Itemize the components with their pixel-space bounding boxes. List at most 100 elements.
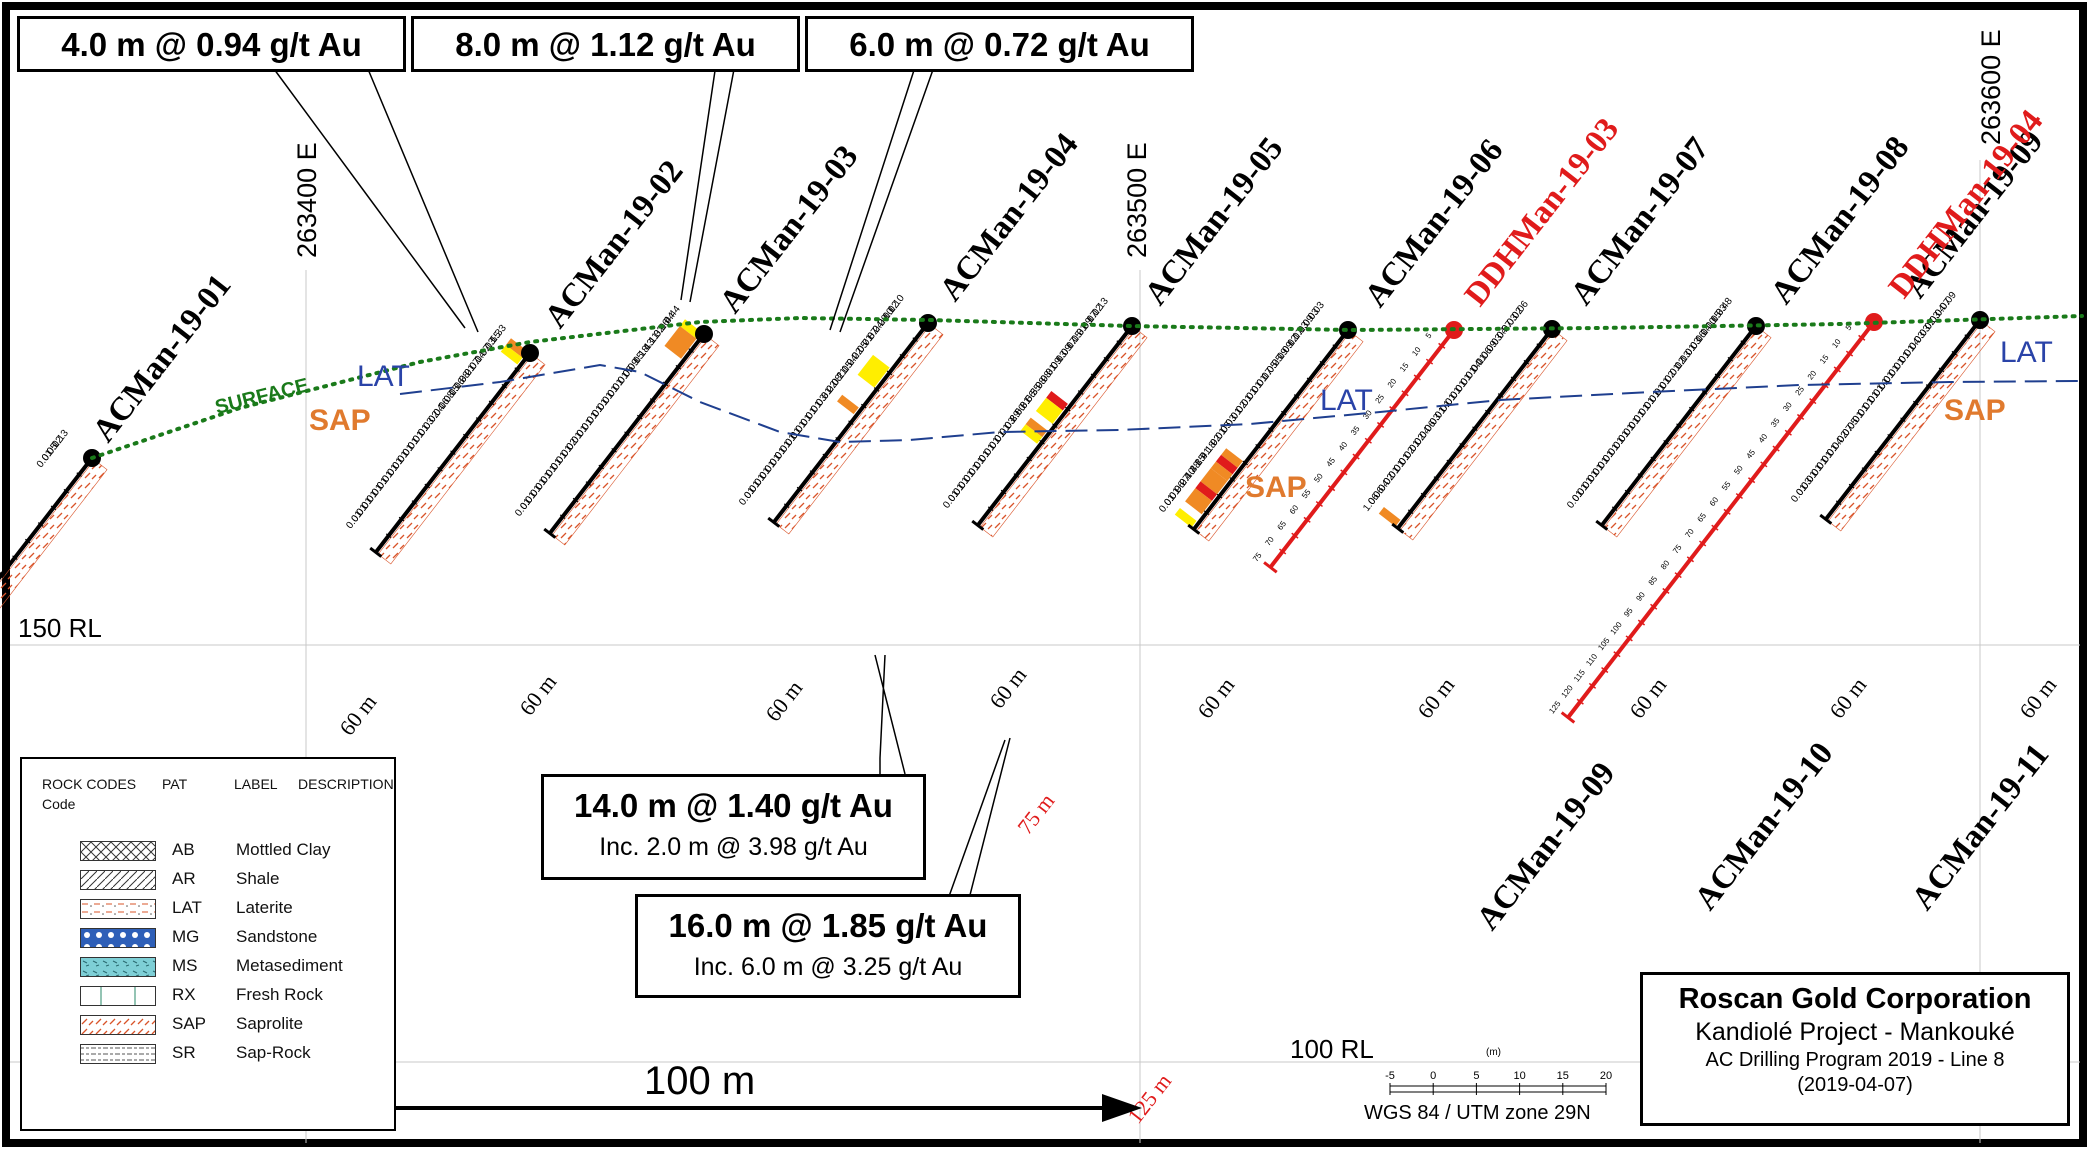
depth-tick: [1064, 406, 1071, 412]
depth-tick: [572, 497, 579, 503]
depth-tick: [1686, 556, 1695, 563]
assay-highlight-orange: [837, 394, 859, 415]
assay-highlight-orange: [1378, 506, 1401, 527]
callout-acman-19-04: 14.0 m @ 1.40 g/t Au Inc. 2.0 m @ 3.98 g…: [541, 774, 926, 880]
rl-150-label: 150 RL: [18, 613, 102, 643]
hole-end-bar: [1391, 522, 1405, 534]
depth-tick: [1727, 356, 1734, 362]
depth-tick: [1376, 421, 1385, 428]
depth-tick: [1315, 500, 1323, 508]
depth-tick: [37, 522, 44, 527]
depth-mark: 70: [1263, 535, 1276, 548]
depth-mark: 120: [1560, 683, 1576, 699]
depth-tick: [1637, 473, 1644, 478]
easting-263600-label: 263600 E: [1976, 29, 2006, 145]
depth-mark: 35: [1349, 424, 1362, 437]
sap-rock-swatch: [80, 1044, 156, 1064]
depth-tick: [1625, 635, 1633, 642]
lat-label-2: LAT: [1320, 384, 1373, 417]
hole-end-bar: [543, 527, 557, 539]
depth-tick: [822, 453, 828, 459]
depth-tick: [1796, 413, 1805, 420]
depth-mark: 90: [1634, 590, 1647, 603]
depth-tick: [688, 348, 694, 353]
depth-tick: [662, 381, 669, 387]
hole-label-h02: ACMan-19-02: [538, 154, 691, 335]
hole-end-bar: [767, 516, 781, 528]
assay-highlight-yellow: [1035, 397, 1063, 424]
depth-tick: [63, 488, 70, 494]
legend-header-pat: PAT: [162, 776, 188, 792]
depth-tick: [1861, 467, 1868, 472]
scale-tick-label: -5: [1385, 1070, 1395, 1082]
depth-tick: [611, 447, 617, 453]
depth-tick: [1327, 485, 1336, 492]
depth-tick: [12, 555, 18, 560]
depth-mark: 15: [1398, 361, 1411, 374]
scale-tick-label: 5: [1473, 1070, 1479, 1082]
collar-h09: [1971, 311, 1989, 329]
depth-tick: [1319, 360, 1326, 366]
hole-label-lower-h11: ACMan-19-11: [1905, 737, 2056, 917]
depth-tick: [1039, 439, 1045, 445]
callout-acman-19-01: 4.0 m @ 0.94 g/t Au: [17, 16, 406, 72]
drillhole-h08: 0.480.330.150.100.140.160.030.010.130.12…: [1565, 130, 1916, 723]
depth-tick: [1433, 476, 1440, 481]
legend-code: SAP: [172, 1014, 207, 1033]
datum-label: WGS 84 / UTM zone 29N: [1364, 1102, 1591, 1124]
hole-depth-label: 60 m: [1412, 673, 1459, 724]
depth-tick: [1912, 400, 1919, 406]
depth-tick: [848, 420, 854, 425]
depth-tick: [1874, 450, 1880, 456]
depth-tick: [1293, 394, 1300, 399]
depth-mark: 20: [1386, 376, 1399, 389]
depth-tick: [585, 481, 592, 486]
depth-tick: [1624, 489, 1631, 495]
callout-acman-19-02: 8.0 m @ 1.12 g/t Au: [411, 16, 800, 72]
hole-end-bar: [1819, 513, 1833, 525]
depth-mark: 45: [1325, 456, 1338, 469]
depth-tick: [987, 506, 994, 512]
depth-mark: 30: [1781, 400, 1794, 413]
depth-tick: [1809, 398, 1817, 405]
depth-tick: [1364, 437, 1372, 444]
scale-arrow-label: 100 m: [644, 1059, 755, 1103]
legend-code: MG: [172, 927, 200, 946]
depth-mark: 75: [1671, 542, 1684, 555]
sap-label-1: SAP: [309, 404, 371, 437]
assay-highlight-orange: [664, 325, 697, 359]
legend-row-sap: SAP Saprolite: [22, 1013, 392, 1037]
surface-label: SURFACE: [213, 374, 311, 418]
legend-desc: Saprolite: [236, 1014, 304, 1033]
depth-tick: [1576, 698, 1584, 705]
depth-tick: [76, 472, 82, 477]
depth-tick: [1116, 340, 1122, 345]
sap-label-3: SAP: [1944, 394, 2006, 427]
diamond-depth-label: 75 m: [1012, 789, 1059, 840]
scale-tick-label: 0: [1430, 1070, 1436, 1082]
legend-desc: Mottled Clay: [236, 840, 331, 859]
assay-highlight-orange: [1221, 448, 1243, 468]
lat-label-1: LAT: [357, 360, 410, 393]
depth-tick: [1613, 651, 1621, 658]
depth-tick: [1523, 359, 1530, 365]
depth-tick: [1438, 342, 1446, 349]
depth-tick: [1255, 443, 1261, 449]
hole-end-bar: [1595, 519, 1609, 531]
collar-h03: [695, 325, 713, 343]
callout-acman-19-05-main: 16.0 m @ 1.85 g/t Au: [668, 907, 988, 944]
depth-tick: [424, 483, 430, 489]
depth-tick: [1497, 393, 1504, 398]
depth-tick: [1352, 453, 1360, 460]
easting-263400-label: 263400 E: [292, 142, 322, 258]
legend-header-code: Code: [42, 796, 76, 812]
depth-mark: 75: [1251, 550, 1264, 563]
depth-tick: [649, 398, 656, 403]
collar-h06: [1339, 321, 1357, 339]
depth-mark: 20: [1806, 368, 1819, 381]
diamond-hole-d03: 51015202530354045505560657075DDHMan-19-0…: [1012, 112, 1626, 839]
depth-tick: [1676, 423, 1682, 428]
legend-desc: Laterite: [236, 898, 293, 917]
depth-tick: [1446, 459, 1452, 465]
